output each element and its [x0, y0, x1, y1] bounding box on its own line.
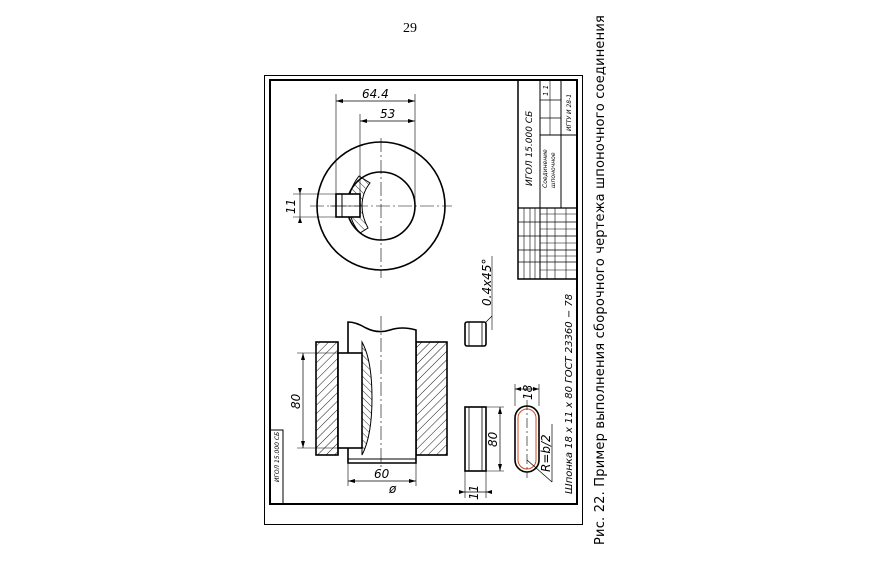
key-top-view [514, 400, 540, 478]
dim-60-label: 60 [374, 467, 390, 481]
chamfer-label: 0.4x45° [480, 259, 494, 306]
dim-60 [347, 463, 417, 486]
side-stamp-text: ИГОЛ 15.000 СБ [274, 432, 281, 482]
dim-80-key [486, 406, 504, 472]
title-block [517, 79, 578, 280]
side-stamp-box [269, 429, 284, 505]
title-designation: ИГОЛ 15.000 СБ [525, 111, 535, 186]
title-sheet: 1 1 [542, 85, 550, 96]
inner-frame [269, 79, 578, 505]
key-side-view [464, 406, 487, 472]
radius-leader [526, 424, 553, 483]
dim-11-bottom-label: 11 [467, 485, 481, 500]
dim-80-left-label: 80 [289, 393, 303, 409]
dim-phi-label: ø [388, 482, 397, 496]
dim-80-left [297, 352, 338, 449]
dim-64-4 [335, 94, 416, 206]
figure-caption: Рис. 22. Пример выполнения сборочного че… [593, 15, 608, 545]
title-name-line1: Соединение [542, 149, 549, 188]
dim-11-top-label: 11 [284, 199, 298, 214]
title-org: ИГТУ И 28-1 [566, 94, 573, 131]
outer-frame [264, 75, 583, 525]
dim-18 [514, 384, 540, 406]
dim-11-top [293, 188, 336, 223]
key-spec-note: Шпонка 18 x 11 x 80 ГОСТ 23360 − 78 [564, 294, 575, 494]
dim-80-key-label: 80 [486, 431, 500, 447]
hub-cross-section [310, 138, 452, 278]
dim-64-4-label: 64.4 [362, 87, 389, 101]
dim-11-bottom [459, 471, 492, 498]
dim-53-label: 53 [380, 107, 395, 121]
page-number: 29 [403, 21, 417, 36]
chamfer-leader [485, 256, 493, 330]
key-end-view [464, 321, 487, 347]
shaft-longitudinal-section [315, 316, 448, 470]
dim-53 [359, 114, 415, 194]
dim-radius-label: R=b/2 [539, 434, 553, 472]
title-name-line2: шпоночное [550, 152, 557, 188]
dim-18-label: 18 [521, 384, 535, 400]
